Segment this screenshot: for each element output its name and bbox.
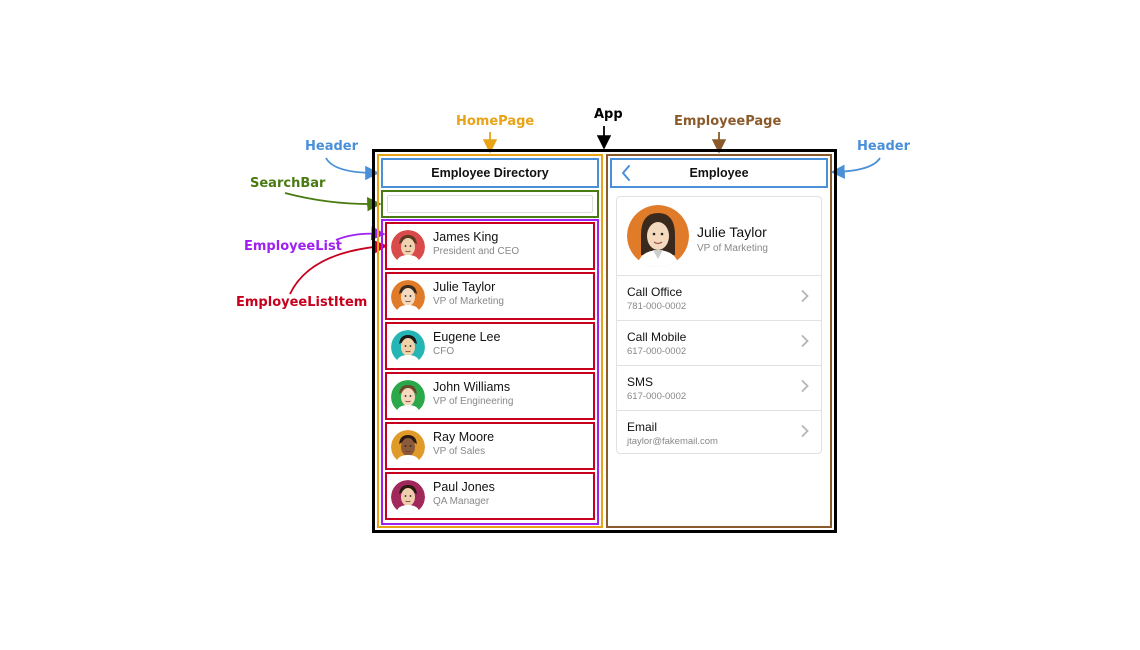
action-label: SMS	[627, 375, 654, 389]
avatar	[391, 280, 425, 314]
action-value: 617-000-0002	[627, 391, 687, 402]
action-row[interactable]: Call Mobile 617-000-0002	[617, 320, 821, 364]
action-value: 617-000-0002	[627, 346, 687, 357]
app-frame	[372, 149, 837, 533]
employee-name: Ray Moore	[433, 430, 495, 444]
employee-title: VP of Engineering	[433, 396, 514, 407]
action-row[interactable]: SMS 617-000-0002	[617, 365, 821, 409]
avatar	[391, 430, 425, 464]
action-label: Call Office	[627, 285, 683, 299]
employee-header: Employee	[610, 158, 828, 188]
action-label: Email	[627, 420, 658, 434]
chevron-left-icon	[622, 165, 630, 181]
employee-title: VP of Marketing	[697, 243, 768, 254]
employee-title: President and CEO	[433, 246, 520, 257]
employee-card: Julie Taylor VP of Marketing Call Office…	[616, 196, 822, 454]
employee-name: Eugene Lee	[433, 330, 501, 344]
back-button[interactable]	[620, 165, 632, 184]
avatar	[391, 230, 425, 264]
employee-name: Paul Jones	[433, 480, 495, 494]
annotation-employee-page: EmployeePage	[674, 114, 782, 129]
annotation-app: App	[594, 107, 623, 122]
avatar	[391, 380, 425, 414]
annotation-employee-list: EmployeeList	[244, 239, 342, 254]
employee-list-item[interactable]: John Williams VP of Engineering	[385, 372, 595, 420]
avatar	[391, 480, 425, 514]
search-bar	[381, 190, 599, 218]
action-row[interactable]: Email jtaylor@fakemail.com	[617, 410, 821, 454]
employee-list-item[interactable]: Julie Taylor VP of Marketing	[385, 272, 595, 320]
chevron-right-icon	[801, 380, 809, 392]
home-header-title: Employee Directory	[431, 166, 549, 180]
annotation-search-bar: SearchBar	[250, 176, 326, 191]
employee-page	[606, 154, 832, 528]
action-value: 781-000-0002	[627, 301, 687, 312]
annotation-home-page: HomePage	[456, 114, 535, 129]
chevron-right-icon	[801, 290, 809, 302]
employee-list-item[interactable]: Paul Jones QA Manager	[385, 472, 595, 520]
employee-name: John Williams	[433, 380, 511, 394]
employee-name: Julie Taylor	[433, 280, 496, 294]
employee-title: CFO	[433, 346, 455, 357]
chevron-right-icon	[801, 425, 809, 437]
annotation-header-right: Header	[857, 139, 911, 154]
action-label: Call Mobile	[627, 330, 687, 344]
employee-header-title: Employee	[689, 166, 749, 180]
action-row[interactable]: Call Office 781-000-0002	[617, 275, 821, 319]
chevron-right-icon	[801, 335, 809, 347]
employee-name: Julie Taylor	[697, 224, 767, 240]
employee-title: QA Manager	[433, 496, 490, 507]
employee-title: VP of Marketing	[433, 296, 504, 307]
arrow-header-right	[830, 157, 881, 179]
employee-list-item[interactable]: Ray Moore VP of Sales	[385, 422, 595, 470]
arrow-search-bar	[284, 192, 382, 212]
search-input[interactable]	[387, 195, 593, 213]
action-value: jtaylor@fakemail.com	[627, 436, 718, 447]
arrow-header-left	[325, 157, 380, 181]
home-header: Employee Directory	[381, 158, 599, 188]
employee-name: James King	[433, 230, 499, 244]
avatar	[391, 330, 425, 364]
annotation-employee-list-item: EmployeeListItem	[236, 295, 368, 310]
employee-title: VP of Sales	[433, 446, 486, 457]
employee-avatar	[627, 205, 689, 267]
annotation-header-left: Header	[305, 139, 359, 154]
home-page	[377, 154, 603, 528]
